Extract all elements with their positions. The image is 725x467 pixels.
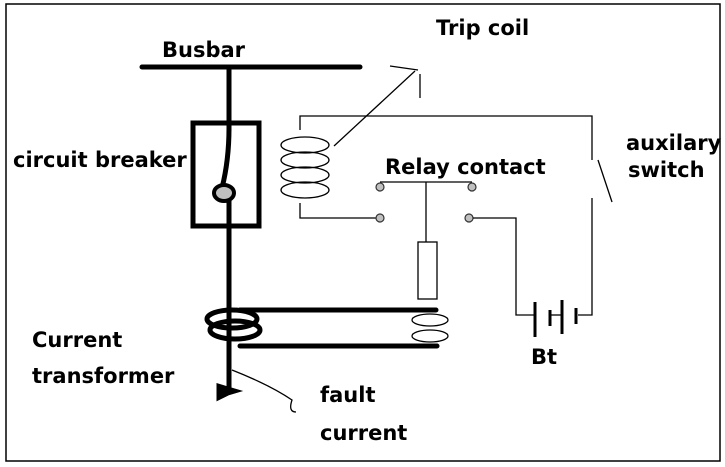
battery — [533, 300, 578, 337]
fault-current-label-1: fault — [320, 383, 376, 407]
auxiliary-switch-wire — [578, 198, 593, 316]
diagram-frame — [5, 3, 721, 462]
trip-coil-wire-top — [336, 115, 593, 160]
breaker-switch-blade — [219, 125, 232, 191]
relay-contact-dot-tr — [467, 182, 477, 192]
fault-current-pointer — [231, 369, 297, 413]
current-transformer-label-2: transformer — [32, 364, 175, 388]
circuit-breaker-label: circuit breaker — [13, 148, 187, 172]
relay-contact-dot-tl — [375, 182, 385, 192]
current-transformer-label-1: Current — [32, 328, 122, 352]
busbar-label: Busbar — [162, 38, 246, 62]
trip-latch-top — [389, 65, 419, 71]
auxiliary-switch-label-1: auxilary — [626, 131, 722, 155]
relay-contact-dot-bl — [375, 213, 385, 223]
fault-current-arrow-icon — [216, 382, 244, 402]
fault-current-label-2: current — [320, 421, 407, 445]
battery-label: Bt — [531, 345, 557, 369]
relay-contact-label: Relay contact — [385, 155, 546, 179]
trip-linkage — [333, 70, 416, 147]
relay-to-battery-wire — [473, 217, 534, 316]
trip-coil — [280, 115, 380, 219]
breaker-pivot — [212, 183, 236, 203]
auxiliary-switch-blade — [597, 159, 613, 203]
current-transformer — [204, 307, 449, 349]
auxiliary-switch-label-2: switch — [628, 158, 705, 182]
trip-coil-label: Trip coil — [436, 16, 529, 40]
relay-contact-dot-br — [464, 213, 474, 223]
circuit-breaker-box — [190, 120, 262, 229]
relay-coil — [417, 241, 438, 300]
